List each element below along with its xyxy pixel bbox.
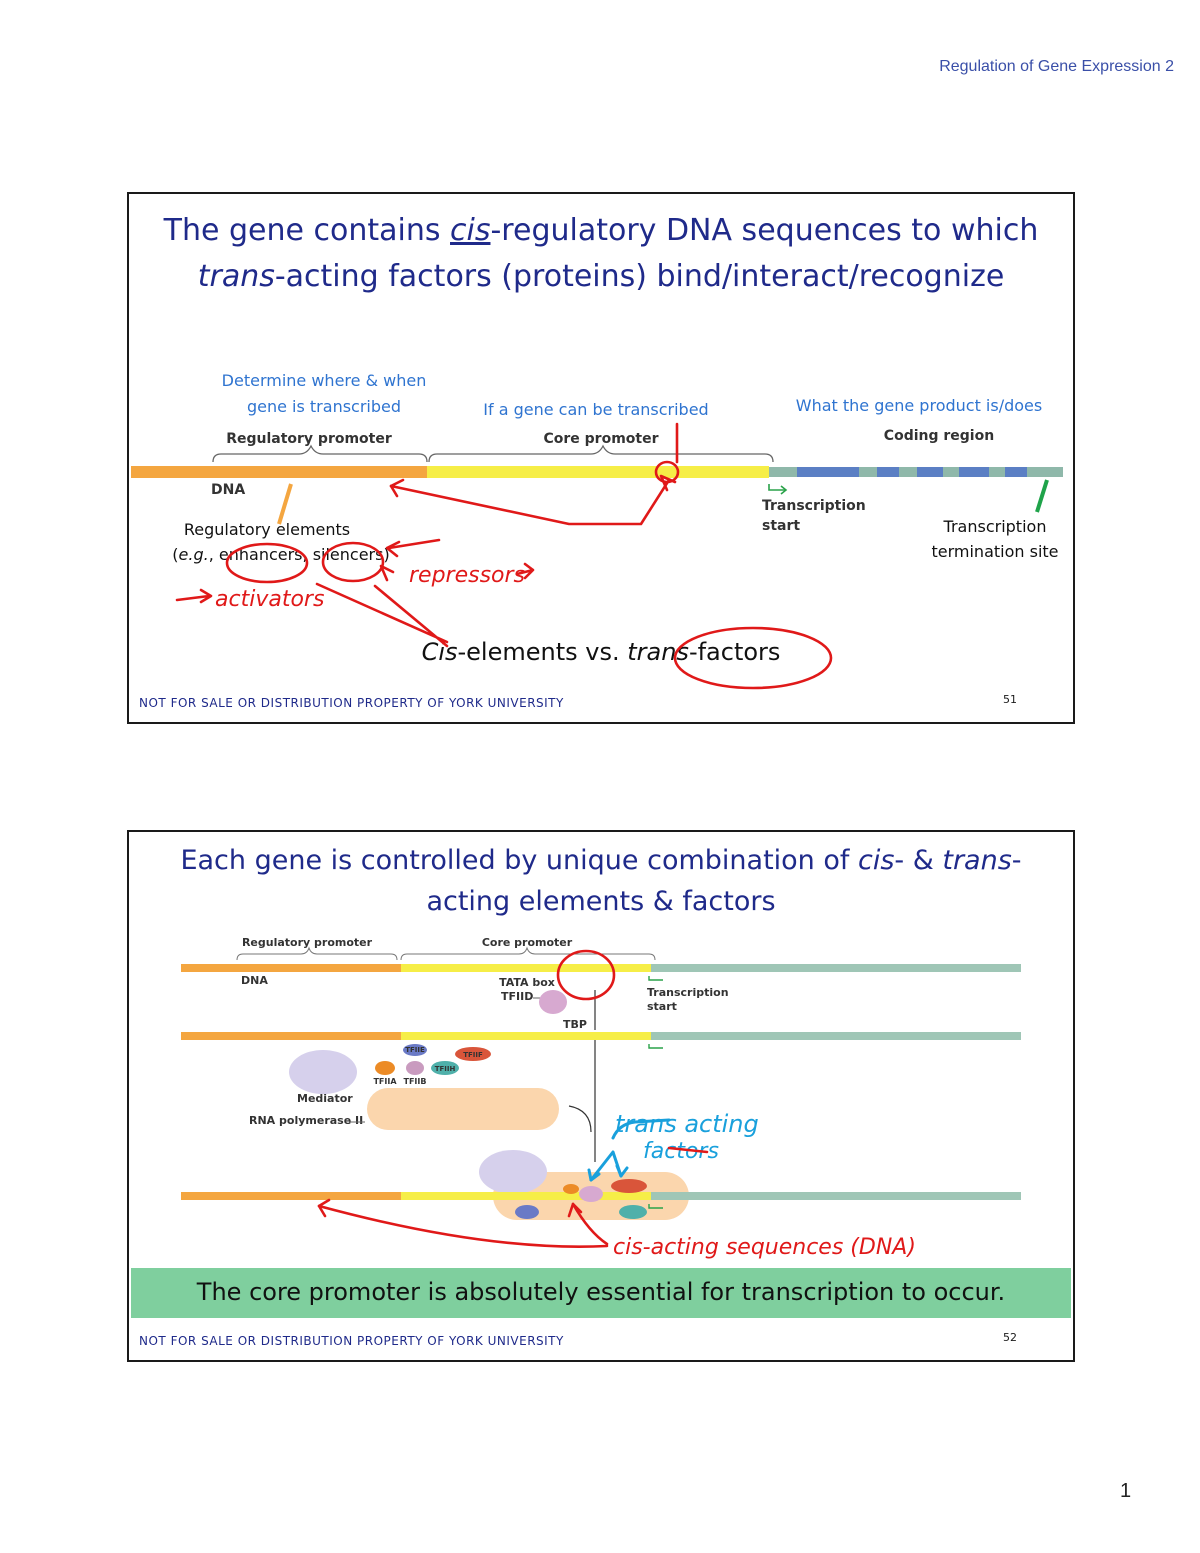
slide-number: 52 xyxy=(1003,1331,1017,1344)
label-tx-start: Transcription xyxy=(762,498,866,514)
coding-exons xyxy=(797,467,1027,477)
title-line-1: The gene contains cis-regulatory DNA seq… xyxy=(163,213,1039,248)
dna-row-1-regulatory xyxy=(181,964,401,972)
dna-core-segment xyxy=(427,466,769,478)
slide-51: The gene contains cis-regulatory DNA seq… xyxy=(127,192,1075,724)
dna-regulatory-segment xyxy=(131,466,427,478)
label-tx-start: Transcription xyxy=(647,986,729,999)
note-what-product: What the gene product is/does xyxy=(796,396,1042,415)
handwritten-annotations: activators repressors xyxy=(175,422,833,690)
label-tfiia: TFIIA xyxy=(373,1077,397,1086)
label-cis-vs-trans: Cis-elements vs. trans-factors xyxy=(422,638,781,666)
rna-polymerase-shape xyxy=(367,1088,559,1130)
dna-row-1-core xyxy=(401,964,651,972)
label-tfiih: TFIIH xyxy=(435,1065,456,1073)
label-core-promoter: Core promoter xyxy=(482,936,573,949)
page-number: 1 xyxy=(1120,1480,1132,1502)
label-tfiib: TFIIB xyxy=(404,1077,427,1086)
label-tfiif: TFIIF xyxy=(463,1051,483,1059)
label-tbp: TBP xyxy=(563,1018,587,1031)
gene-diagram: Determine where & when gene is transcrib… xyxy=(131,371,1063,690)
slide-footer: NOT FOR SALE OR DISTRIBUTION PROPERTY OF… xyxy=(139,696,564,710)
banner-text: The core promoter is absolutely essentia… xyxy=(196,1278,1006,1306)
note-gene-transcribed: gene is transcribed xyxy=(247,397,401,416)
document-header: Regulation of Gene Expression 2 xyxy=(939,58,1174,75)
label-tfiid: TFIID xyxy=(501,990,533,1003)
label-tx-start-2: start xyxy=(647,1000,677,1013)
label-tfiie: TFIIE xyxy=(405,1046,425,1054)
slide-footer: NOT FOR SALE OR DISTRIBUTION PROPERTY OF… xyxy=(139,1334,564,1348)
label-termination-2: termination site xyxy=(931,542,1058,561)
hand-cis-acting: cis-acting sequences (DNA) xyxy=(613,1235,916,1260)
hand-activators: activators xyxy=(215,587,324,612)
label-coding-region: Coding region xyxy=(884,428,994,444)
label-rna-pol: RNA polymerase II xyxy=(249,1114,363,1127)
label-termination: Transcription xyxy=(943,517,1047,536)
tx-start-arrow-icon xyxy=(768,484,785,491)
termination-marker xyxy=(1035,479,1049,513)
slide-title: The gene contains cis-regulatory DNA seq… xyxy=(129,208,1073,300)
slide-number: 51 xyxy=(1003,693,1017,706)
label-regulatory-promoter: Regulatory promoter xyxy=(242,936,373,949)
label-regulatory-elements: Regulatory elements xyxy=(184,520,350,539)
note-where-when: Determine where & when xyxy=(222,371,427,390)
label-dna: DNA xyxy=(241,974,268,987)
slide-title: Each gene is controlled by unique combin… xyxy=(129,840,1073,922)
hand-repressors: repressors xyxy=(409,563,525,588)
key-point-banner: The core promoter is absolutely essentia… xyxy=(131,1268,1071,1318)
dna-row-1-coding xyxy=(651,964,1021,972)
label-core-promoter: Core promoter xyxy=(543,431,658,447)
label-regulatory-promoter: Regulatory promoter xyxy=(226,431,392,447)
label-dna: DNA xyxy=(211,482,245,498)
dna-coding-segment xyxy=(769,467,1063,477)
handwritten-annotations: trans acting factors cis-acting sequence… xyxy=(317,949,916,1260)
transcription-diagram: Regulatory promoter Core promoter DNA TA… xyxy=(181,936,1021,1260)
regulatory-brace xyxy=(212,444,428,463)
label-tx-start-2: start xyxy=(762,518,800,534)
tfiid-shape xyxy=(539,990,567,1014)
core-brace xyxy=(428,444,774,463)
label-tata-box: TATA box xyxy=(499,976,555,989)
slide-52: Each gene is controlled by unique combin… xyxy=(127,830,1075,1362)
regulatory-element-marker xyxy=(277,483,293,525)
title-line-2: acting elements & factors xyxy=(426,886,776,917)
title-line-2: trans-acting factors (proteins) bind/int… xyxy=(197,259,1005,294)
mediator-shape xyxy=(289,1050,357,1094)
note-if-transcribed: If a gene can be transcribed xyxy=(483,400,708,419)
title-line-1: Each gene is controlled by unique combin… xyxy=(180,845,1022,876)
label-enhancers-silencers: (e.g., enhancers, silencers) xyxy=(172,545,389,564)
label-mediator: Mediator xyxy=(297,1092,353,1105)
hand-trans-acting: trans acting xyxy=(615,1110,759,1138)
